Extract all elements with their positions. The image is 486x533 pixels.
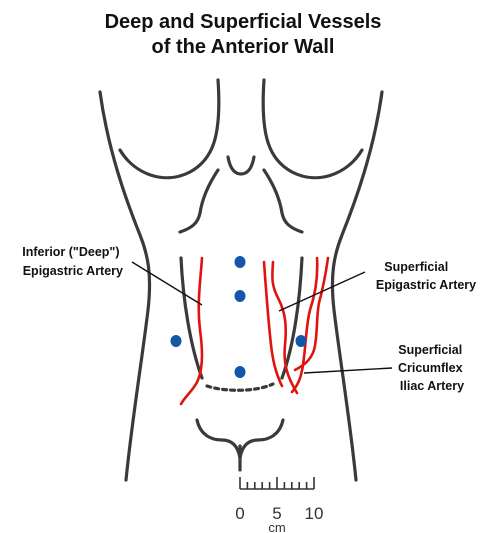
- right-breast: [263, 80, 362, 178]
- port-marker-left: [171, 335, 182, 347]
- inferior-epigastric-artery-left: [181, 258, 202, 404]
- port-marker-middle: [235, 290, 246, 302]
- left-costal-margin: [180, 170, 218, 232]
- scale-label-0: 0: [235, 504, 244, 523]
- label-superficial-epigastric: Superficial Epigastric Artery: [376, 260, 476, 292]
- label-inferior-deep-epigastric: Inferior ("Deep") Epigastric Artery: [22, 245, 123, 278]
- left-breast: [120, 80, 219, 178]
- leader-inferior-deep: [132, 262, 202, 305]
- right-costal-margin: [264, 170, 302, 232]
- right-torso-side: [332, 92, 382, 480]
- diagram-title-line2: of the Anterior Wall: [152, 36, 335, 58]
- port-marker-right: [296, 335, 307, 347]
- sternal-notch: [228, 157, 254, 174]
- leader-superficial-epigastric: [279, 272, 365, 311]
- scale-bar: 0 5 10 cm: [235, 477, 323, 533]
- scale-unit: cm: [268, 520, 285, 533]
- torso-outline: [100, 80, 382, 480]
- port-marker-upper: [235, 256, 246, 268]
- scale-label-10: 10: [305, 504, 324, 523]
- diagram-title-line1: Deep and Superficial Vessels: [105, 11, 382, 33]
- port-marker-lower: [235, 366, 246, 378]
- left-torso-side: [100, 92, 150, 480]
- incision-line: [207, 384, 273, 390]
- leader-superficial-circumflex: [304, 368, 392, 373]
- label-superficial-circumflex-iliac: Superficial Cricumflex Iliac Artery: [398, 343, 466, 393]
- vessels: [181, 258, 328, 404]
- scale-ticks: [240, 477, 314, 489]
